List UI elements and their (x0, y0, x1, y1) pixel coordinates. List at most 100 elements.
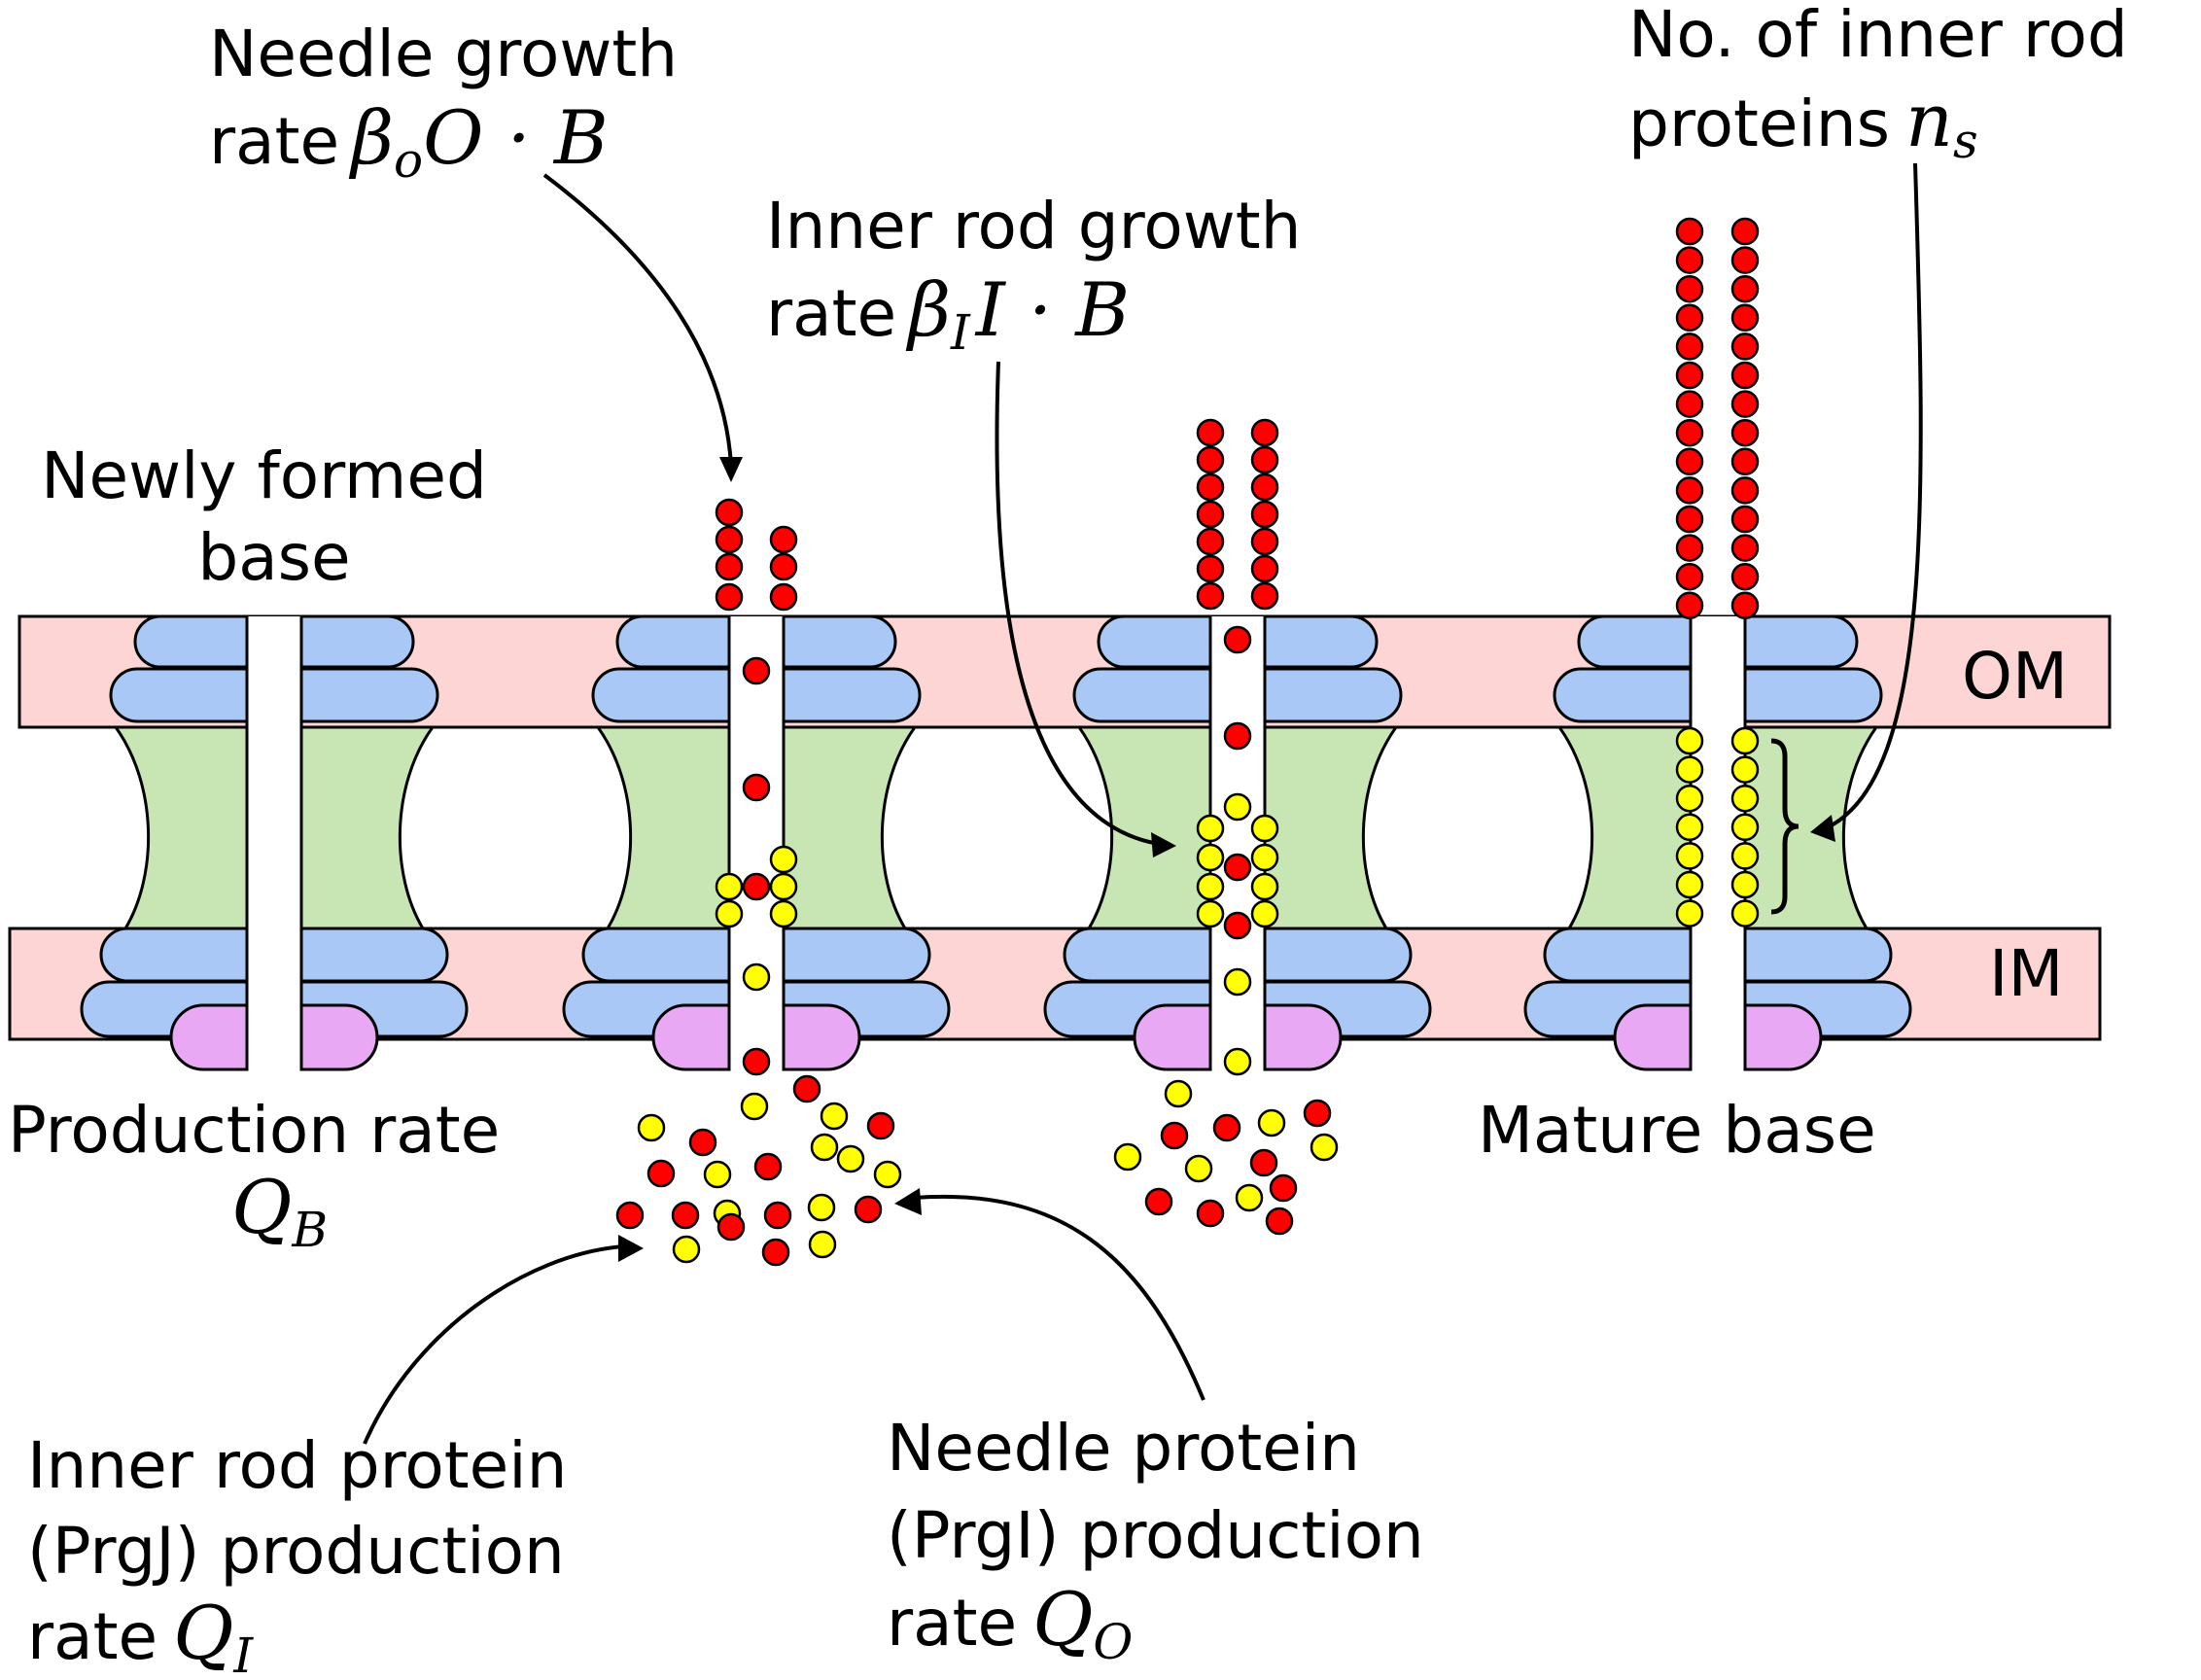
needle-production-label: Needle protein (PrgI) production (887, 1411, 1424, 1573)
inner-rod-production-line2: (PrgJ) production (27, 1514, 565, 1589)
base-complex-2 (562, 614, 951, 1071)
sorting-platform-right-4 (1743, 1003, 1823, 1071)
needle-production-rate-word: rate (887, 1586, 1017, 1661)
needle-bead-s3-right (1250, 445, 1279, 474)
channel-right-1 (299, 725, 436, 930)
needle-bead-s3-left (1196, 445, 1225, 474)
needle-production-line1: Needle protein (887, 1411, 1360, 1486)
channel-left-4 (1556, 725, 1693, 930)
inner-rod-count-proteins-word: proteins (1628, 87, 1890, 161)
inner-rod-bead-s4-left (1675, 784, 1704, 813)
channel-left-2 (595, 725, 731, 930)
needle-bead-s2-left (715, 552, 744, 581)
pool-bead-s3 (1235, 1183, 1264, 1212)
pool-bead-s2 (807, 1193, 836, 1222)
inner-rod-bead-s2 (769, 845, 798, 874)
needle-bead-s4-left (1675, 390, 1704, 418)
pool-bead-s2 (646, 1159, 676, 1188)
production-rate-label: Production rate (8, 1093, 500, 1168)
channel-needle-bead-s2 (742, 656, 771, 685)
sorting-platform-left-1 (169, 1003, 249, 1071)
pool-bead-s3 (1310, 1133, 1339, 1162)
pool-bead-s3 (1113, 1142, 1142, 1172)
pool-bead-s2 (873, 1160, 902, 1189)
pool-bead-s3 (1160, 1121, 1189, 1150)
inner-rod-bead-s4-left (1675, 726, 1704, 755)
needle-growth-beta: β (348, 94, 394, 181)
channel-needle-bead-s2 (742, 773, 771, 802)
inner-rod-production-arrowhead (618, 1235, 644, 1262)
channel-right-2 (782, 725, 918, 930)
newly-formed-base-line2: base (197, 520, 350, 595)
inner-rod-bead-s3-left (1196, 814, 1225, 843)
inner-membrane-label: IM (1989, 936, 2063, 1011)
needle-bead-s3-right (1250, 472, 1279, 502)
needle-bead-s4-left (1675, 217, 1704, 246)
inner-rod-bead-s2 (769, 899, 798, 928)
channel-inner-rod-bead-s3 (1223, 792, 1252, 822)
om-ring-lower-left-3 (1072, 667, 1212, 723)
sorting-platform-left-2 (651, 1003, 731, 1071)
inner-rod-growth-arrow (995, 361, 1160, 846)
om-ring-upper-right-1 (299, 614, 415, 669)
needle-bead-s4-right (1730, 390, 1760, 418)
inner-rod-growth-label: Inner rod growth (766, 189, 1301, 263)
needle-bead-s2-left (715, 498, 744, 527)
pool-bead-s2 (763, 1201, 792, 1230)
needle-bead-s2-left (715, 582, 744, 612)
pool-bead-s2 (716, 1212, 746, 1242)
om-ring-lower-right-1 (299, 667, 439, 723)
channel-needle-bead-s2 (742, 1047, 771, 1076)
om-ring-lower-left-4 (1553, 667, 1693, 723)
channel-left-1 (113, 725, 249, 930)
inner-rod-bead-s4-right (1730, 784, 1760, 813)
pool-bead-s3 (1303, 1099, 1332, 1128)
needle-bead-s4-right (1730, 505, 1760, 534)
pool-bead-s2 (866, 1111, 895, 1140)
needle-bead-s4-left (1675, 303, 1704, 332)
needle-growth-arrowhead (719, 457, 743, 482)
inner-rod-production-line1: Inner rod protein (27, 1428, 567, 1503)
needle-production-q: Q (1032, 1576, 1093, 1662)
needle-bead-s4-left (1675, 274, 1704, 303)
inner-rod-growth-beta-subscript: I (950, 304, 971, 361)
pool-bead-s3 (1196, 1199, 1225, 1228)
pool-bead-s2 (637, 1113, 666, 1142)
needle-bead-s4-right (1730, 418, 1760, 447)
needle-bead-s4-right (1730, 303, 1760, 332)
needle-bead-s4-left (1675, 361, 1704, 390)
inner-rod-bead-s4-right (1730, 899, 1760, 928)
sorting-platform-left-4 (1613, 1003, 1693, 1071)
needle-bead-s4-right (1730, 246, 1760, 274)
inner-rod-growth-line1: Inner rod growth (766, 189, 1301, 263)
om-ring-lower-left-2 (591, 667, 731, 723)
om-ring-upper-right-2 (782, 614, 897, 669)
inner-rod-bead-s3-right (1250, 814, 1279, 843)
channel-gap-4 (1692, 616, 1744, 1069)
inner-rod-production-q-subscript: I (232, 1628, 254, 1680)
protein-beads (615, 217, 1760, 1267)
needle-bead-s4-right (1730, 332, 1760, 361)
inner-rod-bead-s3-right (1250, 899, 1279, 928)
needle-bead-s4-left (1675, 505, 1704, 534)
om-ring-upper-left-4 (1577, 614, 1693, 669)
needle-bead-s4-right (1730, 534, 1760, 562)
newly-formed-base-line1: Newly formed (41, 438, 487, 513)
needle-bead-s2-right (769, 525, 798, 554)
needle-bead-s3-right (1250, 500, 1279, 529)
inner-rod-brace (1770, 738, 1799, 915)
needle-bead-s3-right (1250, 581, 1279, 611)
base-complex-1 (80, 614, 469, 1071)
needle-production-q-subscript: O (1093, 1614, 1133, 1670)
needle-bead-s4-left (1675, 534, 1704, 562)
needle-growth-label: Needle growth (209, 17, 678, 91)
channel-needle-bead-s3 (1223, 625, 1252, 654)
needle-bead-s4-right (1730, 562, 1760, 591)
needle-growth-expression: O · B (423, 94, 609, 181)
base-complex-3 (1043, 614, 1432, 1071)
